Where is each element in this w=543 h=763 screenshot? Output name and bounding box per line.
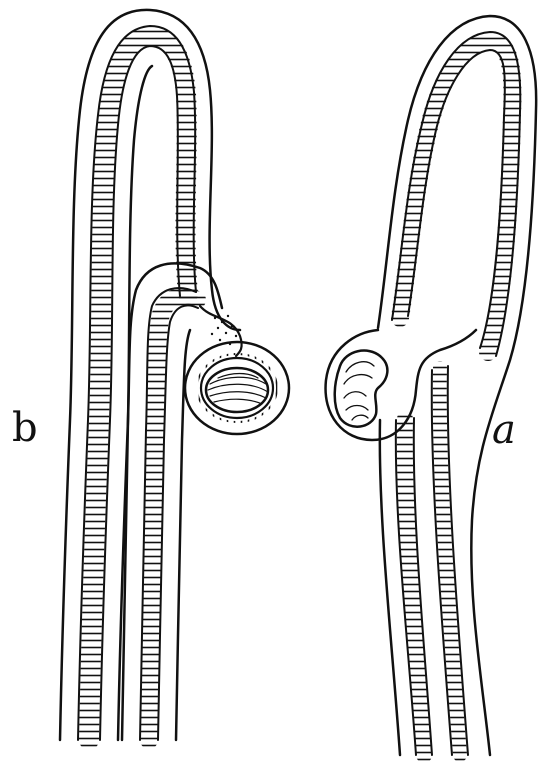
label-b: b <box>12 408 38 448</box>
label-a: a <box>492 410 516 450</box>
structure-b-inner-arm-outer <box>122 263 222 740</box>
structure-b <box>60 10 289 740</box>
structure-a <box>326 16 537 755</box>
